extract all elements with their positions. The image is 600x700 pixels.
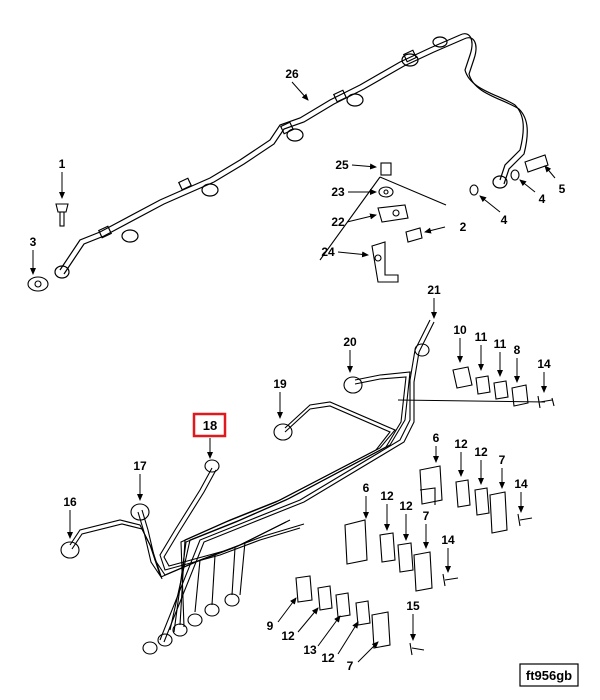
injection-lines [60, 319, 435, 655]
callout-labels: 1 2 3 4 4 5 26 25 23 22 24 21 20 19 18 1… [30, 67, 566, 673]
callout-18: 18 [203, 418, 217, 433]
bracket-stack-22-25 [319, 162, 447, 283]
callout-12: 12 [399, 499, 413, 513]
callout-7: 7 [423, 509, 430, 523]
callout-19: 19 [273, 377, 287, 391]
callout-17: 17 [133, 459, 147, 473]
callout-12: 12 [380, 489, 394, 503]
callout-4: 4 [539, 192, 546, 206]
callout-14: 14 [514, 477, 528, 491]
callout-16: 16 [63, 495, 77, 509]
callout-11: 11 [475, 330, 488, 344]
clamp-brackets [295, 366, 555, 656]
callout-3: 3 [30, 235, 37, 249]
callout-11: 11 [494, 337, 507, 351]
callout-6: 6 [363, 481, 370, 495]
callout-1: 1 [59, 157, 66, 171]
bolt-part-1 [55, 203, 69, 227]
callout-4: 4 [501, 213, 508, 227]
callout-12: 12 [281, 629, 295, 643]
callout-25: 25 [335, 158, 349, 172]
figure-id-box: ft956gb [519, 663, 579, 687]
callout-7: 7 [499, 453, 506, 467]
callout-13: 13 [303, 643, 317, 657]
callout-21: 21 [427, 283, 441, 297]
callout-26: 26 [285, 67, 299, 81]
clamp-part-3 [27, 276, 49, 292]
callout-5: 5 [559, 182, 566, 196]
callout-15: 15 [406, 599, 420, 613]
callout-14: 14 [537, 357, 551, 371]
callout-12: 12 [474, 445, 488, 459]
callout-24: 24 [321, 245, 335, 259]
callout-20: 20 [343, 335, 357, 349]
callout-14: 14 [441, 533, 455, 547]
callout-22: 22 [331, 215, 345, 229]
callout-8: 8 [514, 343, 521, 357]
callout-2: 2 [460, 220, 467, 234]
highlight-box-18 [192, 412, 227, 438]
figure-id: ft956gb [526, 668, 572, 683]
callout-10: 10 [453, 323, 467, 337]
callout-arrows [30, 81, 556, 663]
fitting-parts-4-5 [469, 154, 549, 196]
callout-12: 12 [454, 437, 468, 451]
callout-7: 7 [347, 659, 354, 673]
callout-9: 9 [267, 619, 274, 633]
fuel-return-line [54, 33, 528, 279]
callout-23: 23 [331, 185, 345, 199]
callout-12: 12 [321, 651, 335, 665]
callout-6: 6 [433, 431, 440, 445]
